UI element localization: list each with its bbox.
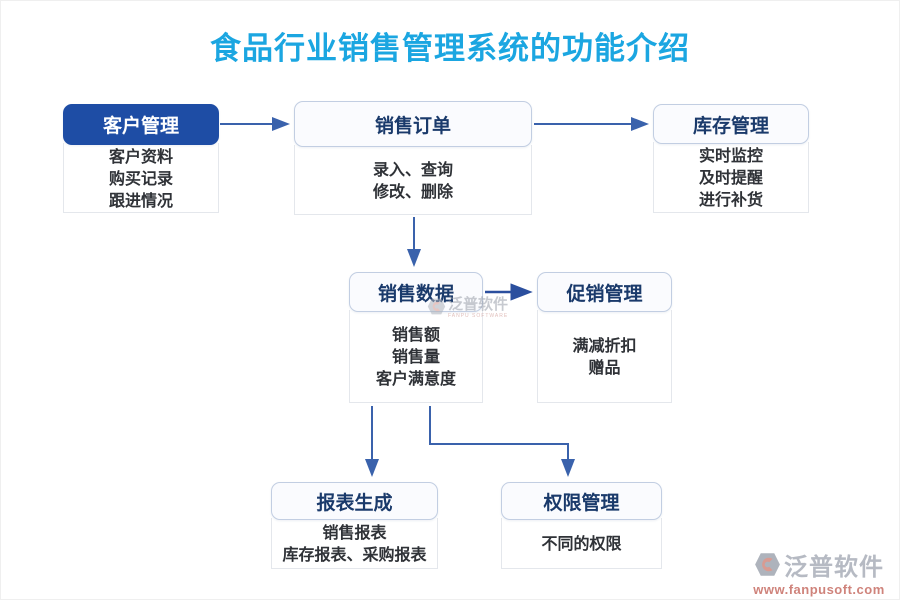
connector-salesdata-to-permission [429, 406, 575, 477]
fanpu-logo-icon [755, 553, 780, 576]
node-inventory-line: 及时提醒 [698, 170, 763, 187]
node-sales-order-header: 销售订单 [294, 101, 532, 147]
brand-logo: 泛普软件 www.fanpusoft.com [747, 547, 891, 597]
node-permission-header: 权限管理 [501, 482, 662, 520]
node-sales-data-body: 销售额 销售量 客户满意度 [349, 310, 483, 403]
node-sales-order: 销售订单 录入、查询 修改、删除 [294, 101, 532, 215]
node-customer-line: 跟进情况 [108, 192, 173, 210]
node-sales-data-line: 销售额 [391, 327, 440, 344]
node-report-body: 销售报表 库存报表、采购报表 [271, 518, 438, 569]
node-permission-line: 不同的权限 [541, 536, 622, 553]
brand-url: www.fanpusoft.com [753, 582, 885, 597]
node-customer-body: 客户资料 购买记录 跟进情况 [63, 143, 219, 213]
node-customer-management: 客户管理 客户资料 购买记录 跟进情况 [63, 104, 219, 213]
node-sales-data-line: 销售量 [391, 349, 440, 366]
node-inventory-line: 实时监控 [698, 148, 763, 165]
node-permission-management: 权限管理 不同的权限 [501, 482, 662, 569]
node-inventory-body: 实时监控 及时提醒 进行补货 [653, 142, 809, 213]
node-report-header: 报表生成 [271, 482, 438, 520]
node-promotion-body: 满减折扣 赠品 [537, 310, 672, 403]
node-inventory-line: 进行补货 [698, 192, 763, 209]
node-customer-line: 购买记录 [108, 170, 173, 188]
node-promotion-header: 促销管理 [537, 272, 672, 312]
page-title: 食品行业销售管理系统的功能介绍 [210, 31, 690, 66]
node-sales-order-body: 录入、查询 修改、删除 [294, 145, 532, 215]
node-promotion-management: 促销管理 满减折扣 赠品 [537, 272, 672, 403]
brand-name: 泛普软件 [784, 554, 884, 581]
node-report-line: 库存报表、采购报表 [282, 547, 427, 564]
node-sales-data-line: 客户满意度 [375, 371, 456, 388]
node-promotion-line: 赠品 [588, 360, 621, 377]
node-sales-order-line: 录入、查询 [372, 161, 453, 179]
node-sales-order-line: 修改、删除 [372, 183, 453, 201]
node-report-line: 销售报表 [322, 525, 387, 542]
node-customer-header: 客户管理 [63, 104, 219, 145]
node-inventory-header: 库存管理 [653, 104, 809, 144]
node-report-generation: 报表生成 销售报表 库存报表、采购报表 [271, 482, 438, 569]
node-permission-body: 不同的权限 [501, 518, 662, 569]
node-sales-data-header: 销售数据 [349, 272, 483, 312]
node-customer-line: 客户资料 [108, 148, 173, 166]
node-inventory-management: 库存管理 实时监控 及时提醒 进行补货 [653, 104, 809, 213]
node-sales-data: 销售数据 销售额 销售量 客户满意度 [349, 272, 483, 403]
node-promotion-line: 满减折扣 [572, 338, 637, 355]
